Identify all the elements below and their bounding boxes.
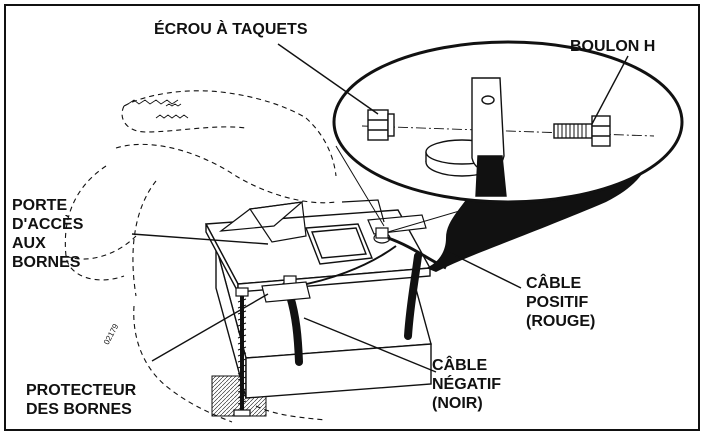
mower-body-outline [64,90,337,423]
label-terminal-protector: PROTECTEUR DES BORNES [26,382,137,418]
label-positive-cable: CÂBLE POSITIF (ROUGE) [526,275,596,330]
terminal-protector-part [261,281,311,303]
battery [204,209,432,399]
hold-down-rod [233,287,251,417]
label-terminal-access-door: PORTE D'ACCÈS AUX BORNES [12,197,84,271]
hex-bolt [553,115,611,147]
label-lock-nut: ÉCROU À TAQUETS [154,21,308,38]
terminal-door-left [218,201,307,243]
label-negative-cable: CÂBLE NÉGATIF (NOIR) [432,357,502,412]
battery-diagram [64,40,684,423]
label-hex-bolt: BOULON H [570,38,656,55]
lock-nut [367,109,395,141]
detail-circle [332,40,684,204]
diagram-frame: ÉCROU À TAQUETS BOULON H PORTE D'ACCÈS A… [4,4,700,431]
texture-scribble [127,99,189,119]
terminal-lug [425,77,507,197]
leader-lines [131,43,629,373]
